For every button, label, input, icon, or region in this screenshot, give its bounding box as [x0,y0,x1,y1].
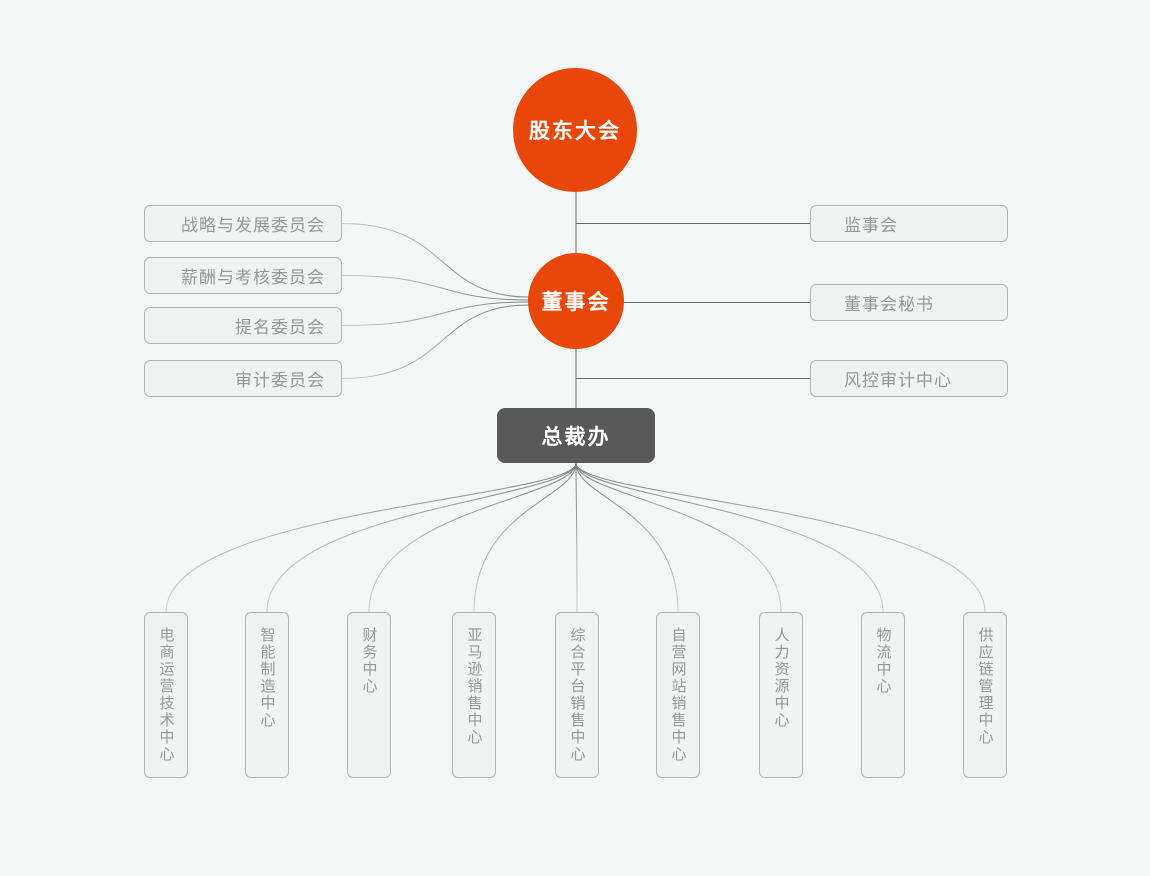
department-node[interactable]: 电商运营技术中心 [144,612,188,778]
node-label: 智能制造中心 [258,627,276,729]
node-president-office[interactable]: 总裁办 [497,408,655,463]
committee-node[interactable]: 薪酬与考核委员会 [144,257,342,294]
node-label: 物流中心 [874,627,892,695]
node-label: 电商运营技术中心 [157,627,175,763]
node-label: 自营网站销售中心 [669,627,687,763]
node-label: 综合平台销售中心 [568,627,586,763]
department-node[interactable]: 供应链管理中心 [963,612,1007,778]
department-node[interactable]: 人力资源中心 [759,612,803,778]
department-node[interactable]: 自营网站销售中心 [656,612,700,778]
node-label: 人力资源中心 [772,627,790,729]
node-label: 财务中心 [360,627,378,695]
node-label: 薪酬与考核委员会 [181,268,325,287]
node-label: 董事会 [541,291,611,314]
node-label: 总裁办 [541,425,611,449]
department-node[interactable]: 综合平台销售中心 [555,612,599,778]
node-label: 提名委员会 [235,318,325,337]
department-node[interactable]: 亚马逊销售中心 [452,612,496,778]
node-label: 亚马逊销售中心 [465,627,483,746]
node-label: 审计委员会 [235,371,325,390]
node-label: 风控审计中心 [844,371,952,390]
node-label: 监事会 [844,216,898,235]
node-shareholders-meeting[interactable]: 股东大会 [513,68,637,192]
committee-node[interactable]: 提名委员会 [144,307,342,344]
department-node[interactable]: 智能制造中心 [245,612,289,778]
committee-node[interactable]: 审计委员会 [144,360,342,397]
supervisory-node[interactable]: 风控审计中心 [810,360,1008,397]
supervisory-node[interactable]: 监事会 [810,205,1008,242]
committee-node[interactable]: 战略与发展委员会 [144,205,342,242]
node-label: 董事会秘书 [844,295,934,314]
department-node[interactable]: 财务中心 [347,612,391,778]
node-label: 战略与发展委员会 [181,216,325,235]
supervisory-node[interactable]: 董事会秘书 [810,284,1008,321]
node-label: 供应链管理中心 [976,627,994,746]
node-label: 股东大会 [529,120,621,143]
node-board-of-directors[interactable]: 董事会 [528,253,624,349]
department-node[interactable]: 物流中心 [861,612,905,778]
